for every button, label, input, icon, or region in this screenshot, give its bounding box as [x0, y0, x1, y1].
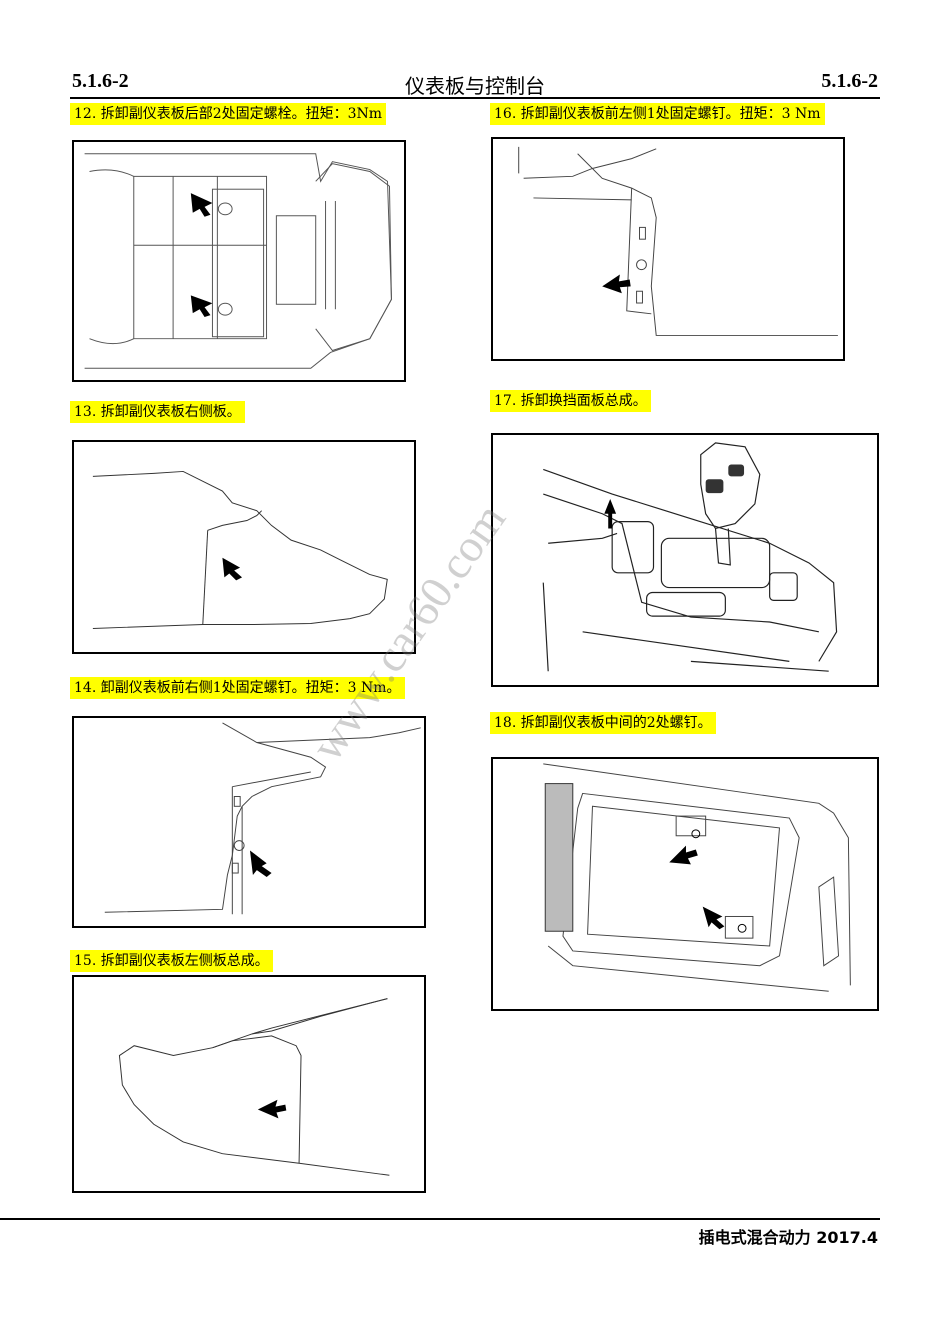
grille-pattern [544, 783, 574, 932]
figure-step-13 [72, 440, 416, 654]
section-number-right: 5.1.6-2 [821, 70, 878, 92]
step-18-label: 18. 拆卸副仪表板中间的2处螺钉。 [490, 712, 716, 734]
arrow-icon [190, 193, 213, 318]
header-rule [70, 97, 880, 99]
front-right-screw-drawing [104, 722, 421, 915]
left-side-panel-drawing [118, 998, 390, 1176]
figure-step-18 [491, 757, 879, 1011]
section-number-left: 5.1.6-2 [72, 70, 129, 92]
arrow-icon [602, 274, 631, 294]
footer-text: 插电式混合动力 2017.4 [698, 1228, 878, 1247]
arrow-icon [604, 498, 617, 529]
step-13-label: 13. 拆卸副仪表板右侧板。 [70, 401, 245, 423]
figure-step-16 [491, 137, 845, 361]
page-title: 仪表板与控制台 [405, 74, 545, 98]
front-left-screw-drawing [518, 146, 838, 336]
shift-panel-drawing [542, 442, 838, 672]
step-12-label: 12. 拆卸副仪表板后部2处固定螺栓。扭矩：3Nm [70, 103, 387, 125]
step-14-label: 14. 卸副仪表板前右侧1处固定螺钉。扭矩：3 Nm。 [70, 677, 405, 699]
step-16-label: 16. 拆卸副仪表板前左侧1处固定螺钉。扭矩：3 Nm [490, 103, 825, 125]
arrow-icon [669, 845, 725, 930]
arrow-icon [222, 557, 243, 581]
right-side-panel-drawing [92, 470, 388, 629]
center-screws-drawing [543, 763, 851, 992]
figure-step-15 [72, 975, 426, 1193]
figure-step-17 [491, 433, 879, 687]
figure-step-12 [72, 140, 406, 382]
step-15-label: 15. 拆卸副仪表板左侧板总成。 [70, 950, 273, 972]
step-17-label: 17. 拆卸换挡面板总成。 [490, 390, 651, 412]
footer-rule [0, 1218, 880, 1220]
arrow-icon [257, 1099, 287, 1119]
figure-step-14 [72, 716, 426, 928]
arrow-icon [249, 850, 272, 877]
console-rear-drawing [84, 153, 392, 369]
